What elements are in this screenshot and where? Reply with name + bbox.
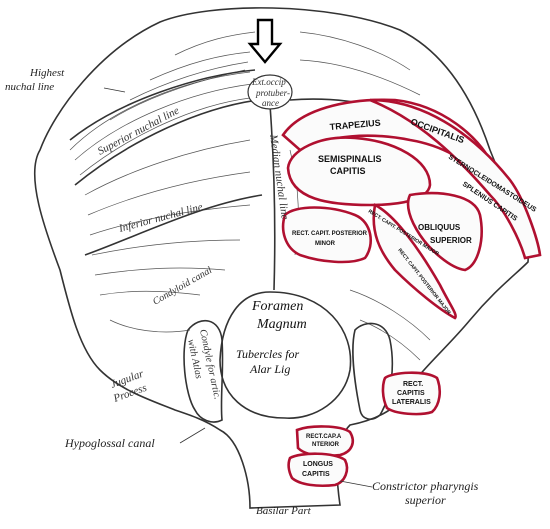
constrictor-label-line2: superior	[405, 493, 446, 507]
rect-cap-lateralis-label-line2: CAPITIS	[397, 390, 425, 397]
inferior-nuchal-line-label: Inferior nuchal line	[117, 201, 204, 235]
basilar-part-label: Basilar Part	[256, 505, 312, 517]
longus-capitis-label-line1: LONGUS	[303, 461, 333, 468]
highest-nuchal-label-line1: Highest	[29, 67, 65, 79]
rect-cap-anterior-label-line2: NTERIOR	[312, 442, 340, 448]
obliquus-label-line2: SUPERIOR	[430, 236, 472, 245]
constrictor-label-line1: Constrictor pharyngis	[372, 479, 479, 493]
rect-cap-post-minor-label-line2: MINOR	[315, 241, 336, 247]
obliquus-label-line1: OBLIQUUS	[418, 223, 461, 232]
trapezius-label: TRAPEZIUS	[329, 118, 381, 132]
inferior-nuchal-ridge	[84, 194, 263, 256]
leader-hypoglossal	[179, 427, 206, 444]
ext-protuberance-label-line2: protuber-	[255, 88, 290, 98]
superior-nuchal-line-label: Superior nuchal line	[96, 105, 182, 158]
rect-cap-lateralis-label-line1: RECT.	[403, 381, 423, 388]
semispinalis-region	[286, 136, 432, 207]
tubercles-label-line1: Tubercles for	[236, 347, 300, 361]
leader-highest-nuchal	[103, 87, 126, 93]
rect-cap-lateralis-label-line3: LATERALIS	[392, 399, 431, 406]
right-condyle-outline	[352, 322, 394, 420]
median-nuchal-line-label: Median nuchal line	[267, 133, 291, 220]
rect-cap-post-minor-label-line1: RECT. CAPIT. POSTERIOR	[292, 231, 368, 237]
condyloid-canal-label: Condyloid canal	[151, 265, 214, 308]
sternocleido-splenius-strip	[369, 98, 542, 260]
foramen-magnum-label-line2: Magnum	[256, 317, 307, 332]
semispinalis-label-line2: CAPITIS	[330, 166, 366, 176]
foramen-magnum-label-line1: Foramen	[251, 299, 303, 314]
longus-capitis-label-line2: CAPITIS	[302, 471, 330, 478]
bone-hatching	[69, 31, 431, 361]
highest-nuchal-ridge	[69, 69, 256, 141]
hypoglossal-canal-label: Hypoglossal canal	[64, 436, 155, 450]
ext-protuberance-label-line1: Ext.occip	[251, 77, 286, 87]
tubercles-label-line2: Alar Lig	[249, 362, 290, 376]
ext-protuberance-label-line3: ance	[262, 98, 279, 108]
foramen-magnum-outline	[219, 291, 352, 419]
semispinalis-label-line1: SEMISPINALIS	[318, 154, 382, 164]
longus-capitis-region	[287, 452, 349, 488]
rect-cap-post-major-region	[372, 203, 457, 320]
obliquus-region	[406, 191, 483, 272]
external-protuberance-ellipse	[247, 74, 293, 110]
rect-cap-lateralis-region	[381, 371, 442, 416]
superior-nuchal-ridge	[74, 99, 259, 186]
highest-nuchal-label-line2: nuchal line	[5, 81, 54, 93]
down-arrow-icon	[247, 18, 283, 64]
left-condyle-outline	[183, 319, 224, 423]
rect-cap-anterior-label-line1: RECT.CAP.A	[306, 434, 342, 440]
leader-constrictor	[339, 480, 373, 488]
median-nuchal-crest	[269, 104, 276, 291]
rect-cap-post-minor-region	[281, 206, 373, 264]
